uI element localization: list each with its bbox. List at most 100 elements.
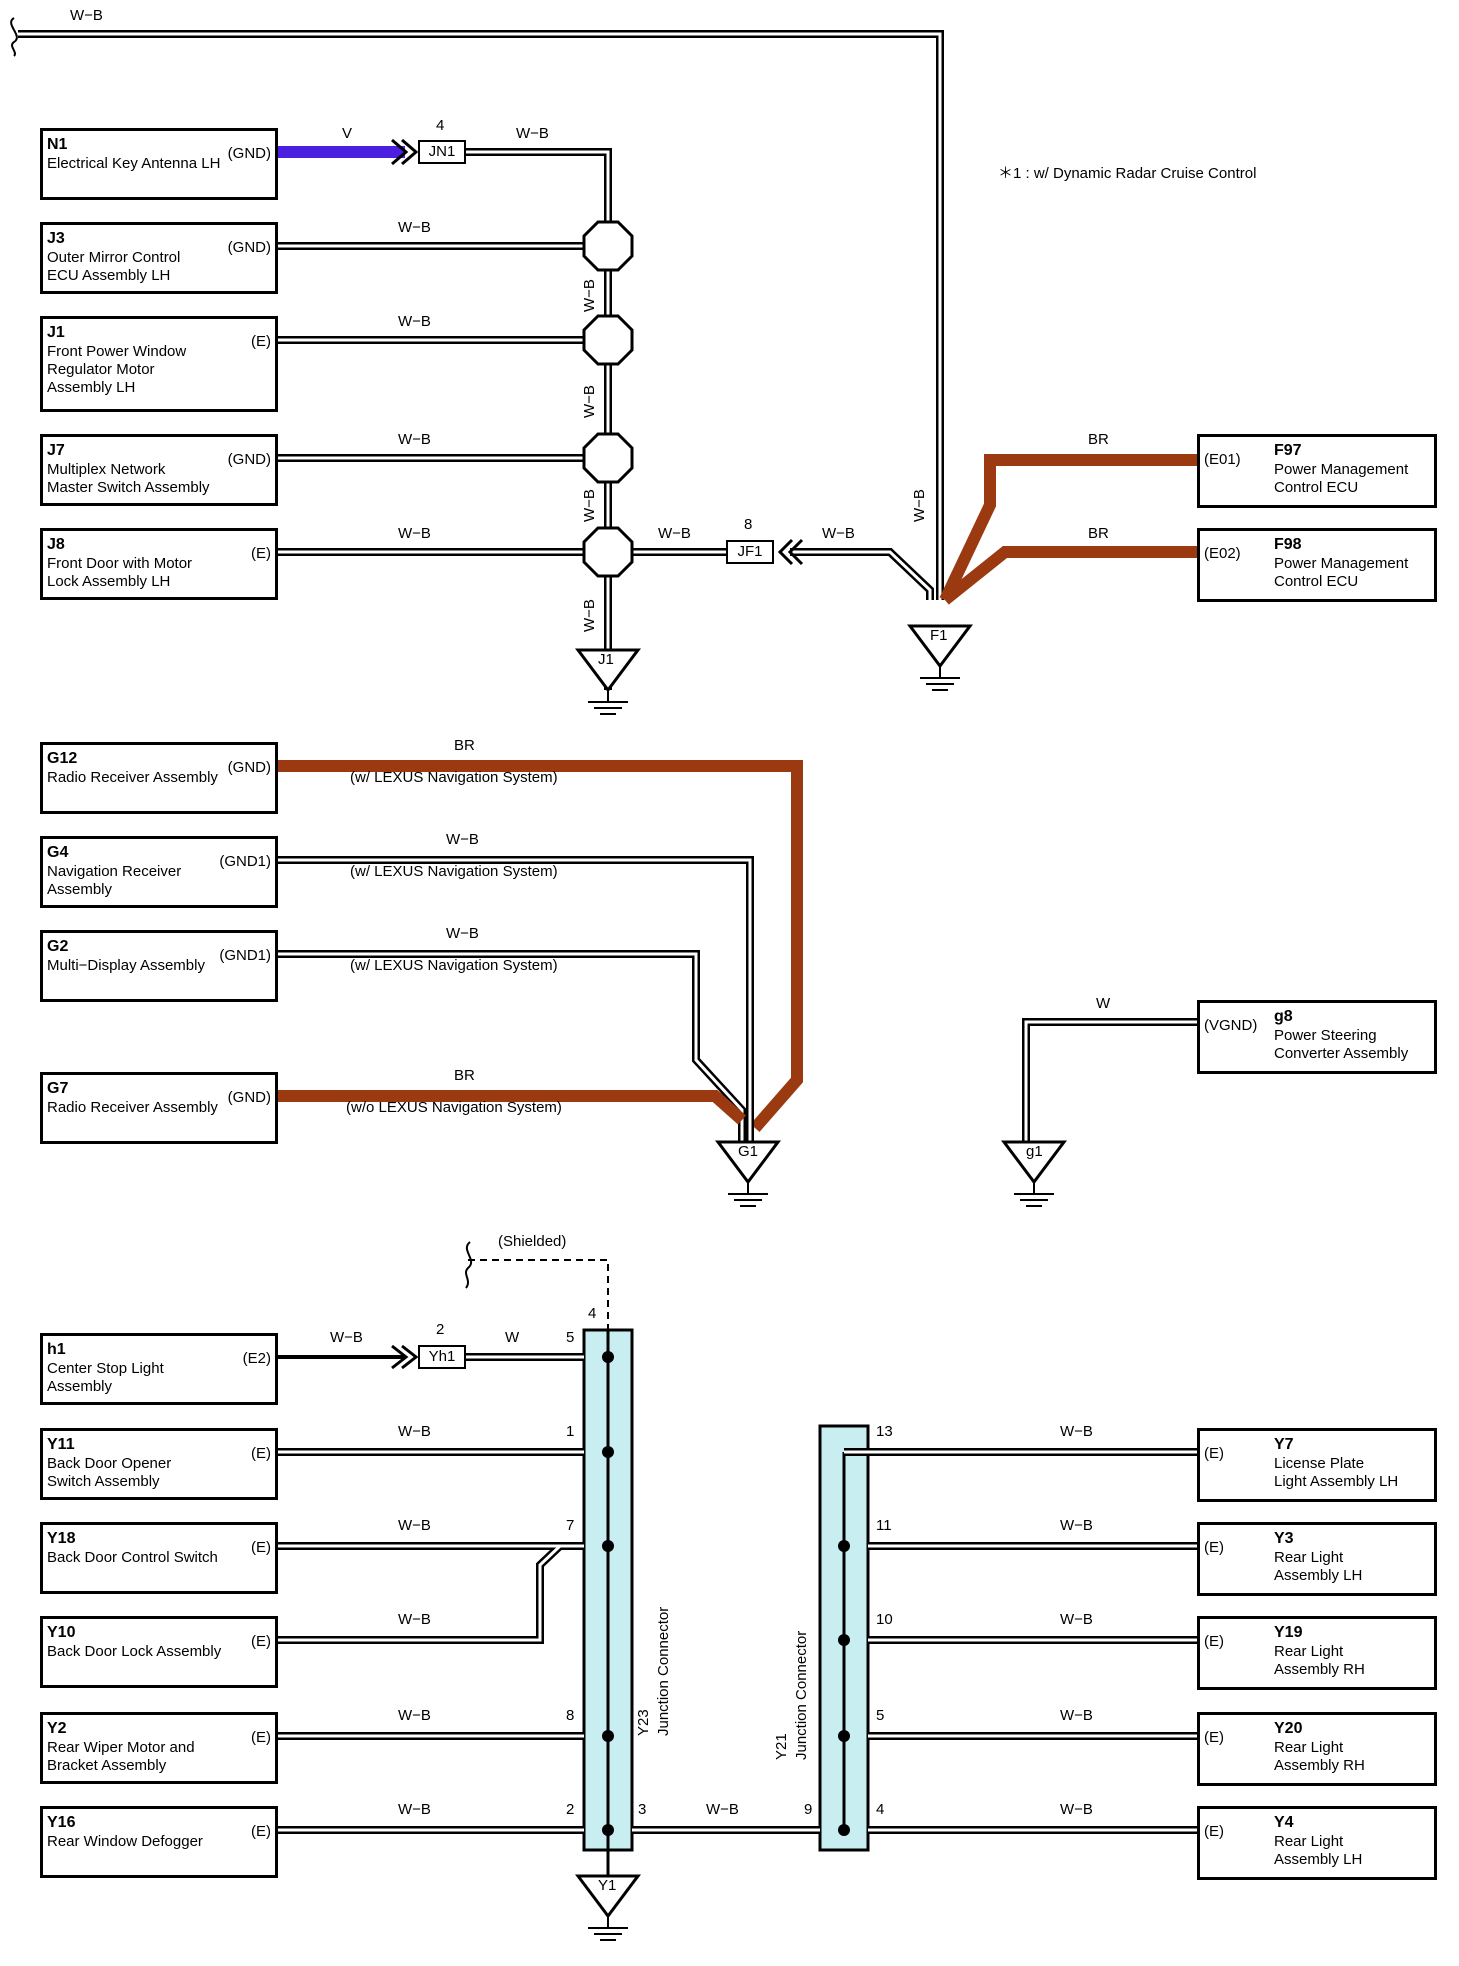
wire-label-g4: W−B — [446, 831, 479, 848]
component-desc: Rear Light Assembly LH — [1274, 1833, 1363, 1868]
component-pin: (E) — [1204, 1729, 1224, 1746]
splice-1 — [582, 220, 634, 272]
component-desc: Back Door Control Switch — [47, 1549, 218, 1566]
junction-y21-name: Junction Connector — [793, 1630, 810, 1760]
wire-label-y19: W−B — [1060, 1611, 1093, 1628]
wires-j-branches — [277, 242, 586, 556]
component-desc: License Plate Light Assembly LH — [1274, 1455, 1399, 1490]
component-f98: F98 Power Management Control ECU (E02) — [1197, 528, 1437, 602]
connector-jf1: JF1 — [726, 540, 774, 564]
wire-label-yh1: W — [505, 1329, 520, 1346]
y21-pin-9: 9 — [804, 1801, 813, 1818]
component-desc: Rear Window Defogger — [47, 1833, 203, 1850]
wire-label-jn1: W−B — [516, 125, 549, 142]
y21-pin-11: 11 — [876, 1517, 892, 1534]
wire-label-y23-y21: W−B — [706, 1801, 739, 1818]
wire-g2-wb — [277, 950, 746, 1145]
y23-pin-8: 8 — [566, 1707, 575, 1724]
wire-label-y7: W−B — [1060, 1423, 1093, 1440]
y21-pin-10: 10 — [876, 1611, 893, 1628]
component-pin: (GND) — [227, 145, 271, 162]
splice-3 — [582, 432, 634, 484]
wire-label-jf1-right: W−B — [822, 525, 855, 542]
component-desc: Rear Wiper Motor and Bracket Assembly — [47, 1739, 195, 1774]
wire-break-symbol — [10, 17, 18, 57]
component-code: J7 — [47, 442, 65, 459]
wire-label-spine-3: W−B — [581, 489, 598, 522]
wires-y21-right — [844, 1448, 1198, 1834]
note-radar-cruise: ＊1 : w/ Dynamic Radar Cruise Control — [998, 165, 1257, 182]
wire-label-j1: W−B — [398, 313, 431, 330]
component-pin: (GND) — [227, 451, 271, 468]
nav-note-g2: (w/ LEXUS Navigation System) — [350, 957, 558, 974]
component-desc: Power Management Control ECU — [1274, 555, 1409, 590]
component-g7: G7 Radio Receiver Assembly (GND) — [40, 1072, 278, 1144]
component-g8: g8 Power Steering Converter Assembly (VG… — [1197, 1000, 1437, 1074]
component-code: G12 — [47, 750, 78, 767]
component-code: Y4 — [1274, 1814, 1294, 1831]
junction-dots — [602, 1351, 850, 1836]
component-pin: (E) — [251, 545, 271, 562]
y23-pin-1: 1 — [566, 1423, 575, 1440]
component-pin: (E) — [1204, 1823, 1224, 1840]
nav-note-g7: (w/o LEXUS Navigation System) — [346, 1099, 562, 1116]
ground-label-f1: F1 — [930, 627, 948, 644]
component-j7: J7 Multiplex Network Master Switch Assem… — [40, 434, 278, 506]
nav-note-g4: (w/ LEXUS Navigation System) — [350, 863, 558, 880]
wire-label-spine-4: W−B — [581, 599, 598, 632]
component-h1: h1 Center Stop Light Assembly (E2) — [40, 1333, 278, 1405]
component-pin: (E) — [251, 1823, 271, 1840]
ground-label-j1: J1 — [598, 651, 614, 668]
wire-label-g7: BR — [454, 1067, 475, 1084]
component-desc: Front Power Window Regulator Motor Assem… — [47, 343, 187, 396]
component-pin: (VGND) — [1204, 1017, 1258, 1034]
y23-pin-7: 7 — [566, 1517, 575, 1534]
component-pin: (E) — [1204, 1445, 1224, 1462]
component-y19: Y19 Rear Light Assembly RH (E) — [1197, 1616, 1437, 1690]
ground-label-g1: G1 — [738, 1143, 759, 1160]
component-pin: (GND) — [227, 759, 271, 776]
component-pin: (E) — [251, 1729, 271, 1746]
wire-label-y20: W−B — [1060, 1707, 1093, 1724]
component-n1: N1 Electrical Key Antenna LH (GND) — [40, 128, 278, 200]
y23-pin-2: 2 — [566, 1801, 575, 1818]
connector-jn1: JN1 — [418, 140, 466, 164]
component-y18: Y18 Back Door Control Switch (E) — [40, 1522, 278, 1594]
splice-2 — [582, 314, 634, 366]
junction-y23-code: Y23 — [635, 1709, 652, 1736]
component-pin: (E) — [251, 1633, 271, 1650]
component-desc: Electrical Key Antenna LH — [47, 155, 221, 172]
component-code: G2 — [47, 938, 69, 955]
connector-yh1: Yh1 — [418, 1345, 466, 1369]
component-j3: J3 Outer Mirror Control ECU Assembly LH … — [40, 222, 278, 294]
component-j1: J1 Front Power Window Regulator Motor As… — [40, 316, 278, 412]
component-desc: Outer Mirror Control ECU Assembly LH — [47, 249, 181, 284]
wire-f97-br — [939, 454, 1198, 603]
component-g2: G2 Multi−Display Assembly (GND1) — [40, 930, 278, 1002]
component-desc: Rear Light Assembly LH — [1274, 1549, 1363, 1584]
component-pin: (E) — [1204, 1539, 1224, 1556]
component-desc: Front Door with Motor Lock Assembly LH — [47, 555, 193, 590]
wire-label-y16: W−B — [398, 1801, 431, 1818]
component-desc: Radio Receiver Assembly — [47, 1099, 218, 1116]
ground-label-g1-lower: g1 — [1026, 1143, 1043, 1160]
jf1-arrow — [777, 538, 804, 566]
component-pin: (E) — [251, 1539, 271, 1556]
component-desc: Back Door Opener Switch Assembly — [47, 1455, 172, 1490]
component-code: J3 — [47, 230, 65, 247]
wires-y23-left — [277, 1353, 584, 1834]
component-code: Y18 — [47, 1530, 76, 1547]
wire-label-f1-vertical: W−B — [911, 489, 928, 522]
yh1-arrow — [391, 1344, 419, 1370]
component-desc: Rear Light Assembly RH — [1274, 1739, 1365, 1774]
wire-label-y4: W−B — [1060, 1801, 1093, 1818]
component-code: N1 — [47, 136, 68, 153]
component-pin: (GND) — [227, 239, 271, 256]
component-pin: (GND1) — [219, 853, 271, 870]
wire-g12-br — [277, 760, 803, 1132]
wire-label-top: W−B — [70, 7, 103, 24]
component-j8: J8 Front Door with Motor Lock Assembly L… — [40, 528, 278, 600]
wire-jf1-f1 — [630, 548, 934, 600]
component-code: F98 — [1274, 536, 1302, 553]
